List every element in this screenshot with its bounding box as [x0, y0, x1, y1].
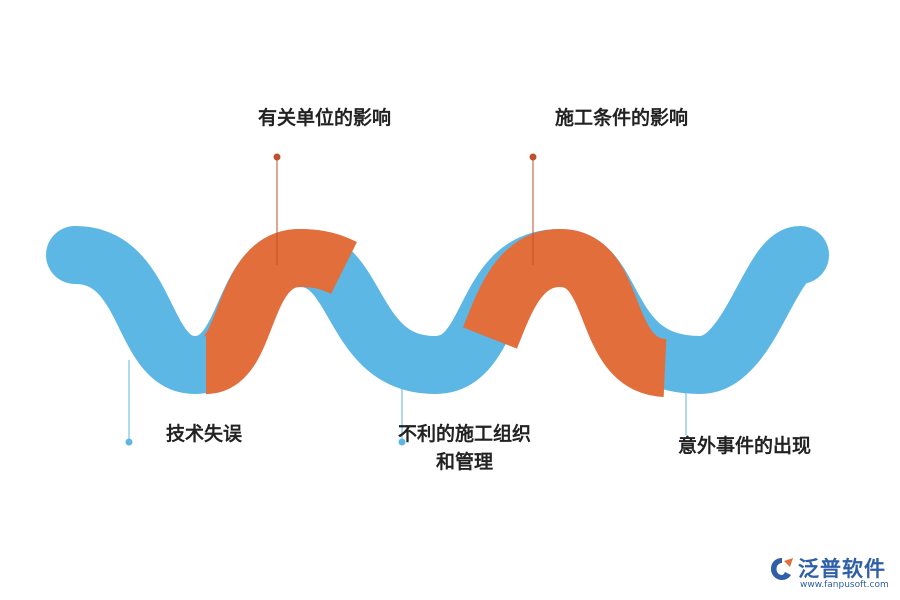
wave-blue-segment: [46, 226, 829, 395]
label-bottom-1: 技术失误: [166, 423, 243, 445]
brand-logo-icon: [771, 558, 793, 580]
wave-orange-segment-2: [463, 228, 670, 397]
label-top-1: 有关单位的影响: [258, 107, 392, 129]
label-bottom-2-line2: 和管理: [436, 451, 494, 473]
brand-logo: 泛普软件 www.fanpusoft.com: [768, 551, 892, 595]
leader-dot-top-2: [529, 153, 537, 161]
leader-dot-bottom-2: [398, 438, 406, 446]
leader-dot-bottom-1: [125, 438, 133, 446]
brand-logo-url: www.fanpusoft.com: [800, 580, 889, 590]
brand-logo-name: 泛普软件: [798, 557, 886, 581]
label-bottom-2-line1: 不利的施工组织: [398, 423, 532, 445]
label-top-2: 施工条件的影响: [555, 107, 689, 129]
label-bottom-2: 不利的施工组织 和管理: [398, 420, 531, 476]
label-bottom-3: 意外事件的出现: [678, 435, 812, 457]
wave-orange-segment-1: [200, 228, 357, 394]
leader-dot-top-1: [273, 153, 281, 161]
